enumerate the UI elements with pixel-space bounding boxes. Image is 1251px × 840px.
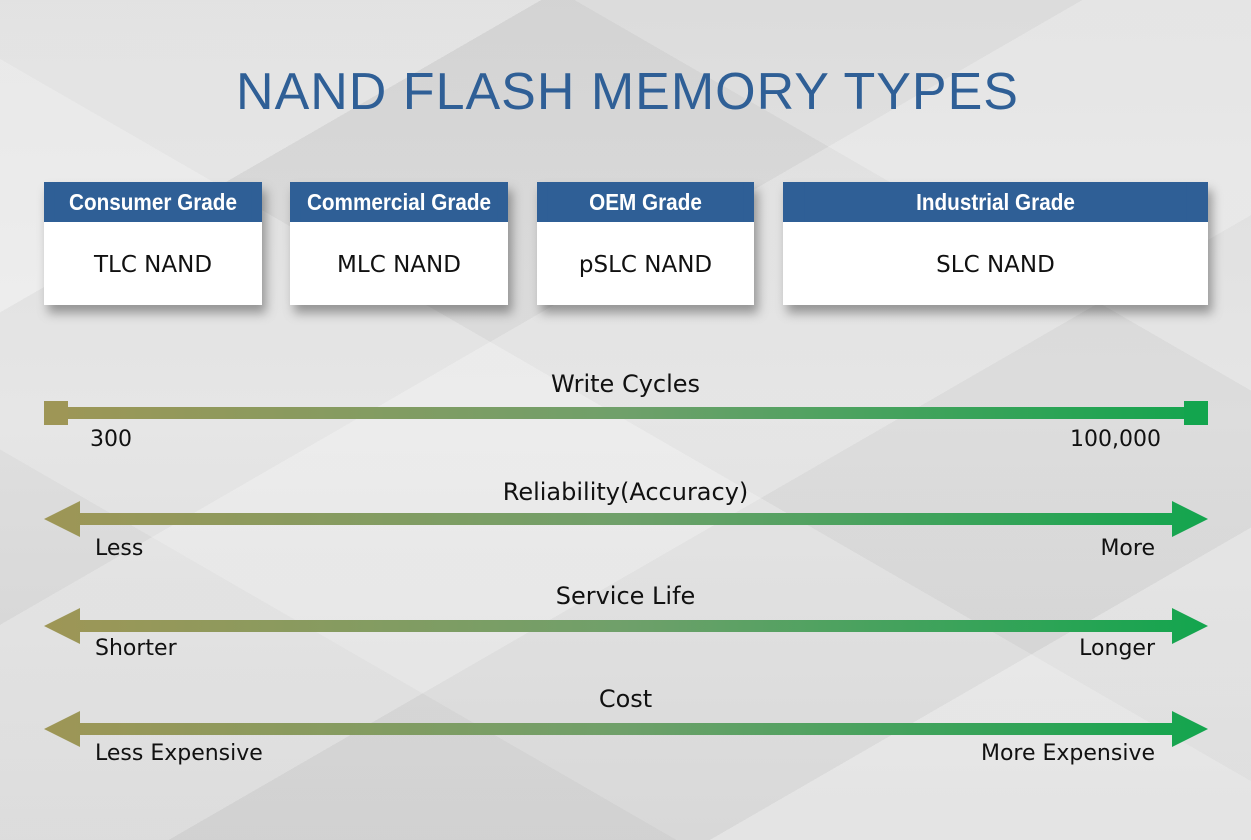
title-text: NAND FLASH MEMORY TYPES (236, 63, 1019, 121)
service-life-title: Service Life (555, 582, 696, 610)
page-title: NAND FLASH MEMORY TYPES (0, 62, 1251, 122)
grade-card-oem: OEM Grade pSLC NAND (537, 182, 754, 305)
write-cycles-max: 100,000 (1070, 427, 1161, 452)
grade-card-consumer: Consumer Grade TLC NAND (44, 182, 262, 305)
nand-type: pSLC NAND (578, 252, 713, 278)
nand-type: MLC NAND (337, 252, 461, 278)
grade-header: Industrial Grade (804, 182, 1187, 222)
grade-card-commercial: Commercial Grade MLC NAND (290, 182, 508, 305)
nand-type: TLC NAND (93, 252, 213, 278)
left-end-marker (44, 401, 68, 425)
nand-type: SLC NAND (936, 252, 1055, 278)
grade-header: Consumer Grade (54, 182, 252, 222)
cost-left: Less Expensive (95, 741, 263, 766)
reliability-arrow (44, 501, 1208, 537)
write-cycles-bar (44, 401, 1208, 425)
grade-header: OEM Grade (547, 182, 744, 222)
grade-header: Commercial Grade (300, 182, 498, 222)
service-life-arrow (44, 608, 1208, 644)
write-cycles-min: 300 (90, 427, 132, 452)
reliability-right: More (1100, 536, 1155, 561)
write-cycles-title: Write Cycles (550, 370, 701, 398)
reliability-left: Less (95, 536, 144, 561)
reliability-title: Reliability(Accuracy) (502, 478, 749, 506)
right-end-marker (1184, 401, 1208, 425)
grade-card-industrial: Industrial Grade SLC NAND (783, 182, 1208, 305)
cost-title: Cost (598, 685, 653, 713)
cost-arrow (44, 711, 1208, 747)
service-life-right: Longer (1079, 636, 1155, 661)
cost-right: More Expensive (980, 741, 1155, 766)
service-life-left: Shorter (95, 636, 177, 661)
